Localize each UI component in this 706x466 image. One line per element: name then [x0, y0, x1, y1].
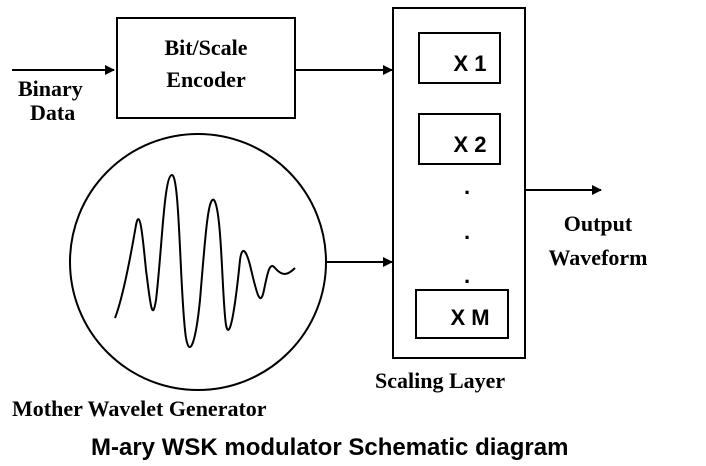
scaler-ellipsis-dot-2: . [464, 219, 470, 244]
output-label-line1: Output [564, 211, 633, 236]
binary-data-label-line1: Binary [18, 76, 83, 101]
wavelet-generator-label: Mother Wavelet Generator [12, 396, 267, 421]
encoder-label-line2: Encoder [166, 67, 246, 92]
diagram-caption: M-ary WSK modulator Schematic diagram [91, 434, 568, 461]
encoder-box [116, 17, 296, 119]
scaler-x2-label: X 2 [453, 132, 486, 157]
encoder-label-line1: Bit/Scale [164, 35, 247, 60]
wavelet-generator-circle [69, 133, 327, 391]
scaler-ellipsis-dot-3: . [464, 263, 470, 288]
binary-data-label-line2: Data [30, 100, 75, 125]
scaler-x2-box [418, 113, 501, 165]
scaler-ellipsis-dot-1: . [464, 174, 470, 199]
scaling-layer-label: Scaling Layer [375, 368, 505, 393]
scaler-xm-box [415, 289, 509, 339]
scaler-xm-label: X M [450, 305, 489, 330]
scaler-x1-box [418, 32, 501, 84]
mother-wavelet-waveform [114, 173, 296, 349]
output-label-line2: Waveform [549, 245, 648, 270]
scaler-x1-label: X 1 [453, 51, 486, 76]
